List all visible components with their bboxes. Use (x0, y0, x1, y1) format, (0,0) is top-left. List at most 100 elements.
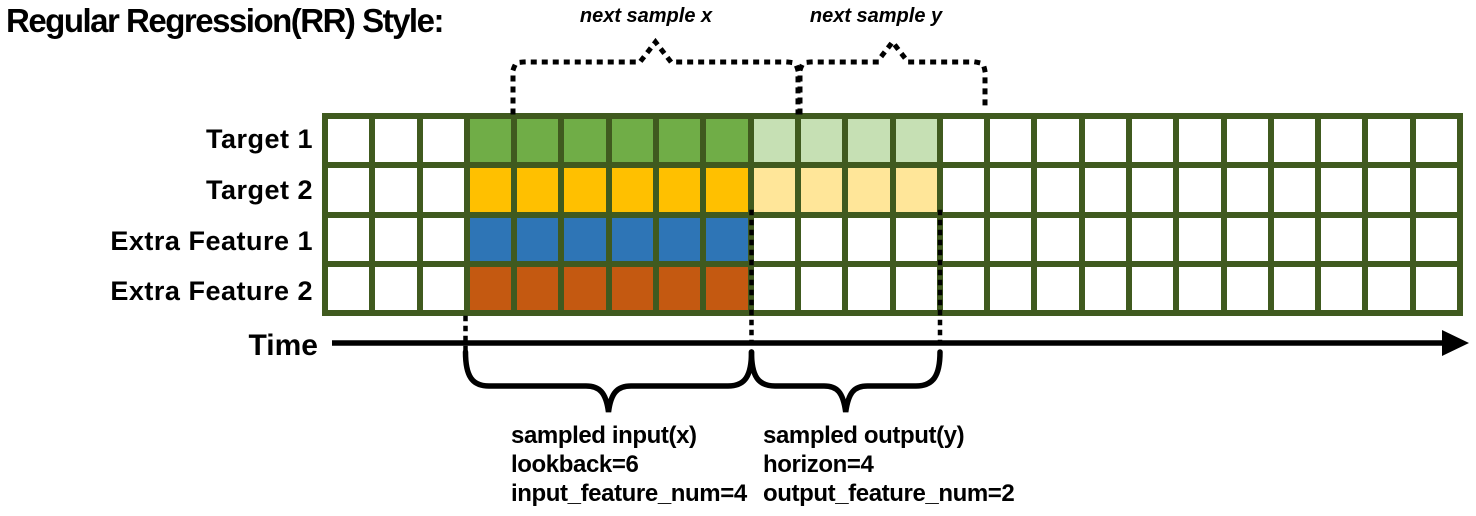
grid-cell-r3-c11 (800, 217, 843, 261)
grid-cell-r3-c16 (1037, 217, 1079, 261)
grid-cell-r4-c5 (517, 266, 559, 310)
grid-cell-r3-c8 (659, 217, 701, 261)
grid-cell-r1-c21 (1273, 119, 1316, 163)
grid-cell-r4-c1 (328, 266, 370, 310)
grid-cell-r2-c3 (422, 168, 464, 212)
input-feature-num-value: input_feature_num=4 (511, 480, 747, 507)
grid-cell-r2-c22 (1321, 168, 1363, 212)
grid-cell-r2-c8 (659, 168, 701, 212)
grid-cell-r3-c19 (1179, 217, 1221, 261)
grid-cell-r1-c7 (611, 119, 654, 163)
grid-cell-r1-c12 (848, 119, 890, 163)
grid-cell-r2-c5 (517, 168, 559, 212)
next-sample-x-label: next sample x (579, 5, 713, 27)
grid-cell-r3-c17 (1084, 217, 1126, 261)
grid-cell-r4-c23 (1368, 266, 1410, 310)
row-label-extra-feature-1: Extra Feature 1 (110, 226, 313, 256)
next-sample-y-brace (797, 37, 988, 115)
diagram-title: Regular Regression(RR) Style: (6, 2, 444, 39)
grid-cell-r2-c23 (1368, 168, 1410, 212)
grid-cell-r1-c15 (990, 119, 1032, 163)
output-feature-num-value: output_feature_num=2 (763, 480, 1015, 507)
grid-cell-r2-c2 (375, 168, 417, 212)
grid-cell-r2-c9 (706, 168, 748, 212)
grid-cell-r3-c22 (1321, 217, 1363, 261)
grid-cell-r1-c3 (422, 119, 464, 163)
row-label-target-2: Target 2 (205, 175, 313, 205)
grid-cell-r1-c20 (1226, 119, 1268, 163)
grid-cell-r1-c23 (1368, 119, 1410, 163)
time-axis-arrowhead (1442, 330, 1469, 356)
grid-cell-r3-c4 (469, 217, 512, 261)
grid-cell-r1-c4 (469, 119, 512, 163)
grid-cell-r4-c18 (1131, 266, 1174, 310)
grid-cell-r4-c21 (1273, 266, 1316, 310)
grid-cell-r3-c3 (422, 217, 464, 261)
grid-cell-r2-c4 (469, 168, 512, 212)
grid-cell-r2-c17 (1084, 168, 1126, 212)
grid-cell-r2-c12 (848, 168, 890, 212)
grid-cell-r4-c17 (1084, 266, 1126, 310)
row-label-extra-feature-2: Extra Feature 2 (110, 276, 313, 306)
grid-cell-r3-c10 (753, 217, 795, 261)
grid-cell-r4-c10 (753, 266, 795, 310)
grid-cell-r2-c13 (895, 168, 937, 212)
grid-cell-r4-c16 (1037, 266, 1079, 310)
grid-cell-r4-c4 (469, 266, 512, 310)
grid-cell-r1-c1 (328, 119, 370, 163)
grid-cell-r4-c24 (1415, 266, 1457, 310)
grid-cell-r1-c24 (1415, 119, 1457, 163)
grid-cell-r2-c14 (942, 168, 985, 212)
grid-cell-r1-c8 (659, 119, 701, 163)
grid-cell-r1-c5 (517, 119, 559, 163)
grid-cell-r2-c10 (753, 168, 795, 212)
grid-cell-r2-c19 (1179, 168, 1221, 212)
sample-grid (322, 113, 1463, 316)
grid-cell-r1-c19 (1179, 119, 1221, 163)
sampled-input-brace (462, 349, 755, 413)
grid-cell-r3-c21 (1273, 217, 1316, 261)
grid-cell-r4-c2 (375, 266, 417, 310)
grid-cell-r3-c15 (990, 217, 1032, 261)
grid-cell-r1-c6 (564, 119, 606, 163)
grid-cell-r3-c12 (848, 217, 890, 261)
sampled-output-brace (748, 349, 943, 413)
grid-cell-r4-c20 (1226, 266, 1268, 310)
grid-cell-r3-c5 (517, 217, 559, 261)
grid-cell-r1-c11 (800, 119, 843, 163)
grid-cell-r2-c1 (328, 168, 370, 212)
grid-cell-r1-c22 (1321, 119, 1363, 163)
grid-cell-r4-c15 (990, 266, 1032, 310)
lookback-value: lookback=6 (511, 451, 639, 478)
grid-cell-r3-c18 (1131, 217, 1174, 261)
sampled-input-title: sampled input(x) (511, 422, 697, 449)
grid-cell-r1-c18 (1131, 119, 1174, 163)
grid-cell-r4-c11 (800, 266, 843, 310)
grid-cell-r4-c14 (942, 266, 985, 310)
grid-cell-r3-c23 (1368, 217, 1410, 261)
sampled-input-note: sampled input(x) lookback=6 input_featur… (511, 421, 747, 508)
grid-cell-r2-c24 (1415, 168, 1457, 212)
grid-cell-r4-c13 (895, 266, 937, 310)
sampled-output-note: sampled output(y) horizon=4 output_featu… (763, 421, 1015, 508)
grid-cell-r3-c13 (895, 217, 937, 261)
grid-cell-r4-c8 (659, 266, 701, 310)
grid-cell-r1-c14 (942, 119, 985, 163)
grid-cell-r4-c19 (1179, 266, 1221, 310)
grid-cell-r2-c6 (564, 168, 606, 212)
grid-cell-r4-c22 (1321, 266, 1363, 310)
next-sample-y-label: next sample y (809, 5, 943, 27)
grid-cell-r4-c9 (706, 266, 748, 310)
grid-cell-r2-c7 (611, 168, 654, 212)
grid-cell-r1-c2 (375, 119, 417, 163)
row-label-target-1: Target 1 (205, 124, 313, 154)
grid-cell-r4-c6 (564, 266, 606, 310)
grid-cell-r1-c10 (753, 119, 795, 163)
sampled-output-title: sampled output(y) (763, 422, 965, 449)
grid-cell-r3-c9 (706, 217, 748, 261)
grid-cell-r2-c15 (990, 168, 1032, 212)
grid-cell-r1-c16 (1037, 119, 1079, 163)
grid-cell-r1-c17 (1084, 119, 1126, 163)
grid-cell-r3-c1 (328, 217, 370, 261)
